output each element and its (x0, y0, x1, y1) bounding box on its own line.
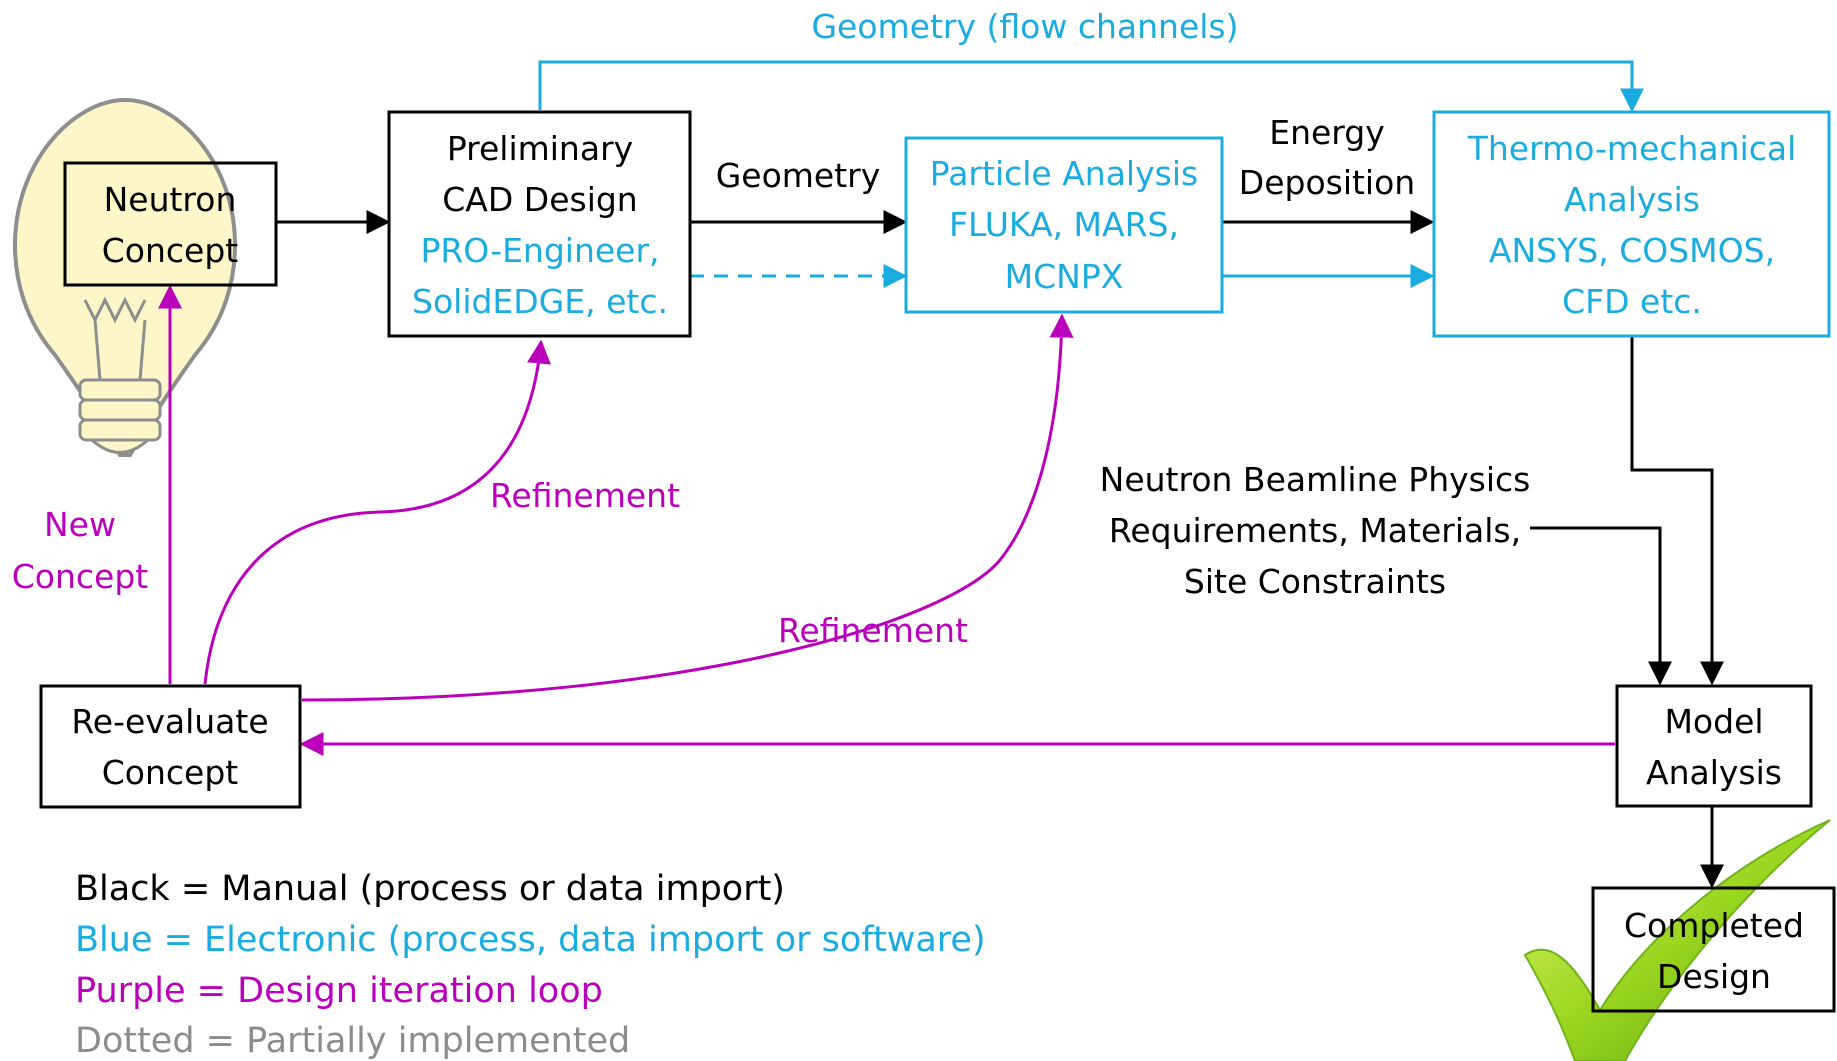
geometry-flow-channels-label: Geometry (flow channels) (811, 7, 1238, 46)
reevaluate-line2: Concept (102, 753, 239, 792)
deposition-label: Deposition (1239, 163, 1415, 202)
particle-line3: MCNPX (1005, 257, 1124, 296)
particle-line2: FLUKA, MARS, (949, 205, 1179, 244)
particle-line1: Particle Analysis (930, 154, 1198, 193)
refinement-label-particle: Refinement (778, 611, 968, 650)
legend-black: Black = Manual (process or data import) (75, 869, 785, 909)
arrow-refinement-to-cad (203, 339, 551, 685)
cad-title-line2: CAD Design (442, 180, 637, 219)
completed-line2: Design (1657, 957, 1771, 996)
neutron-concept-line2: Concept (102, 231, 239, 270)
cad-title-line1: Preliminary (447, 129, 633, 168)
completed-line1: Completed (1624, 906, 1804, 945)
legend-blue: Blue = Electronic (process, data import … (75, 920, 986, 960)
thermo-mechanical-box: Thermo-mechanical Analysis ANSYS, COSMOS… (1432, 110, 1831, 338)
legend: Black = Manual (process or data import) … (75, 869, 986, 1061)
cad-software-line2: SolidEDGE, etc. (412, 282, 668, 321)
neutron-concept-box: Neutron Concept (63, 161, 278, 287)
new-concept-label-line2: Concept (12, 557, 149, 596)
arrow-requirements-to-model (1530, 526, 1672, 686)
requirements-line1: Neutron Beamline Physics (1100, 460, 1531, 499)
preliminary-cad-box: Preliminary CAD Design PRO-Engineer, Sol… (387, 110, 692, 338)
cad-software-line1: PRO-Engineer, (420, 231, 659, 270)
lightbulb-icon (12, 97, 238, 457)
geometry-label: Geometry (716, 156, 881, 195)
thermo-line3: ANSYS, COSMOS, (1489, 231, 1775, 270)
checkmark-icon (1523, 819, 1831, 1061)
legend-purple: Purple = Design iteration loop (75, 971, 603, 1011)
reevaluate-line1: Re-evaluate (71, 702, 268, 741)
thermo-line4: CFD etc. (1562, 282, 1702, 321)
energy-label: Energy (1269, 113, 1385, 152)
requirements-line2: Requirements, Materials, (1109, 511, 1521, 550)
arrow-geometry-flow-channels (538, 60, 1644, 113)
model-line1: Model (1664, 702, 1763, 741)
model-analysis-box: Model Analysis (1615, 684, 1813, 808)
new-concept-label-line1: New (44, 505, 116, 544)
requirements-line3: Site Constraints (1184, 562, 1446, 601)
model-line2: Analysis (1646, 753, 1782, 792)
completed-design-box: Completed Design (1591, 886, 1836, 1013)
thermo-line2: Analysis (1564, 180, 1700, 219)
reevaluate-concept-box: Re-evaluate Concept (39, 684, 302, 809)
legend-dotted: Dotted = Partially implemented (75, 1021, 630, 1061)
thermo-line1: Thermo-mechanical (1467, 129, 1797, 168)
particle-analysis-box: Particle Analysis FLUKA, MARS, MCNPX (904, 136, 1224, 314)
neutron-concept-line1: Neutron (104, 180, 237, 219)
arrow-thermo-to-model (1630, 336, 1724, 686)
arrow-refinement-to-particle (301, 313, 1074, 702)
refinement-label-cad: Refinement (490, 476, 680, 515)
